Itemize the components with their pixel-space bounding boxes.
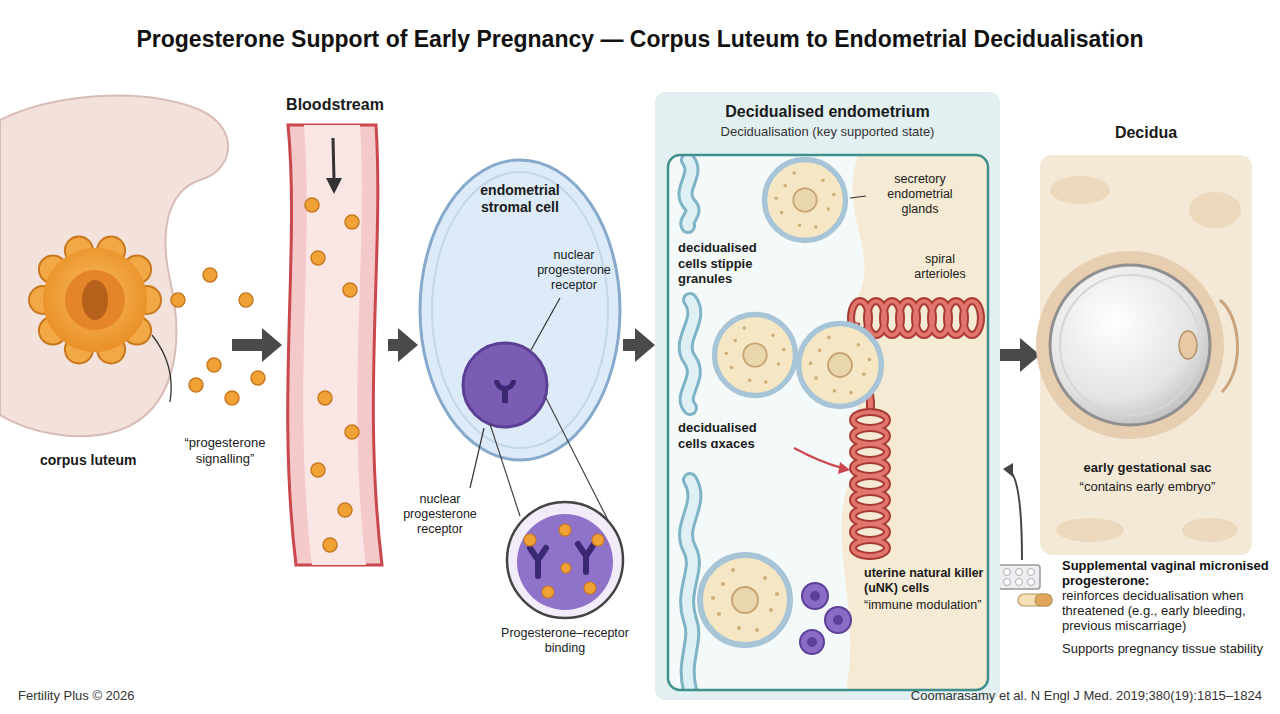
node-text: Decidualisation (key supported state) — [655, 124, 1000, 140]
node-heading: Bloodstream — [262, 95, 408, 114]
diagram-title: Progesterone Support of Early Pregnancy … — [10, 26, 1270, 54]
node-text: “progesterone signalling” — [173, 435, 277, 466]
stromal-cell-shape — [420, 160, 620, 532]
node-heading: Decidualised endometrium — [655, 102, 1000, 121]
node-heading: Progesterone–receptor binding — [500, 626, 630, 656]
decidua-panel: Deciduaearly gestational sac“contains ea… — [1040, 155, 1252, 555]
part-label: secretory endometrial glands — [870, 172, 970, 217]
flow-arrow — [623, 328, 655, 362]
node-heading: corpus luteum — [40, 452, 170, 469]
node-heading: early gestational sac — [1045, 460, 1250, 476]
part-label: uterine natural killer (uNK) cells — [862, 566, 986, 596]
part-label: decidualised cells ɑxaces — [676, 420, 788, 451]
node-heading: endometrial stromal cell — [465, 182, 575, 216]
flow-arrow — [1000, 338, 1040, 372]
note-text: Supports pregnancy tissue stability — [1062, 641, 1270, 656]
part-note: “immune modulation” — [862, 598, 986, 613]
part-label: nuclear progesterone receptor — [393, 492, 487, 537]
note-heading: Supplemental vaginal micronised progeste… — [1062, 558, 1270, 588]
binding-zoom: Progesterone–receptor binding — [500, 498, 630, 666]
flow-arrow — [232, 328, 282, 362]
citation: Coomarasamy et al. N Engl J Med. 2019;38… — [700, 688, 1262, 704]
unk-cells — [800, 583, 851, 654]
corpus-luteum: corpus luteum“progesterone signalling” — [10, 230, 232, 490]
binding-zoom-shape — [507, 502, 623, 618]
bloodstream-vessel: Bloodstream — [282, 92, 388, 567]
decidual-cells — [700, 160, 881, 646]
note-text: reinforces decidualisation when threaten… — [1062, 588, 1270, 633]
node-heading: Decidua — [1040, 123, 1252, 142]
node-text: nuclear progesterone receptor — [530, 248, 618, 293]
decidua-illustration — [1040, 155, 1252, 555]
part-label: decidualised cells stippie granules — [676, 240, 788, 287]
part-label: spiral arterioles — [898, 252, 982, 282]
vessel-shape — [288, 125, 382, 565]
copyright-note: Fertility Plus © 2026 — [18, 688, 318, 704]
stromal-cell: endometrial stromal cell nuclear progeste… — [418, 160, 623, 460]
gestational-sac: early gestational sac “contains early emb… — [1045, 255, 1250, 545]
corpus-luteum-shape — [29, 237, 171, 403]
ovary — [0, 96, 228, 437]
flow-arrow — [388, 328, 418, 362]
node-text: “contains early embryo” — [1045, 479, 1250, 495]
progesterone-dots — [171, 198, 359, 552]
